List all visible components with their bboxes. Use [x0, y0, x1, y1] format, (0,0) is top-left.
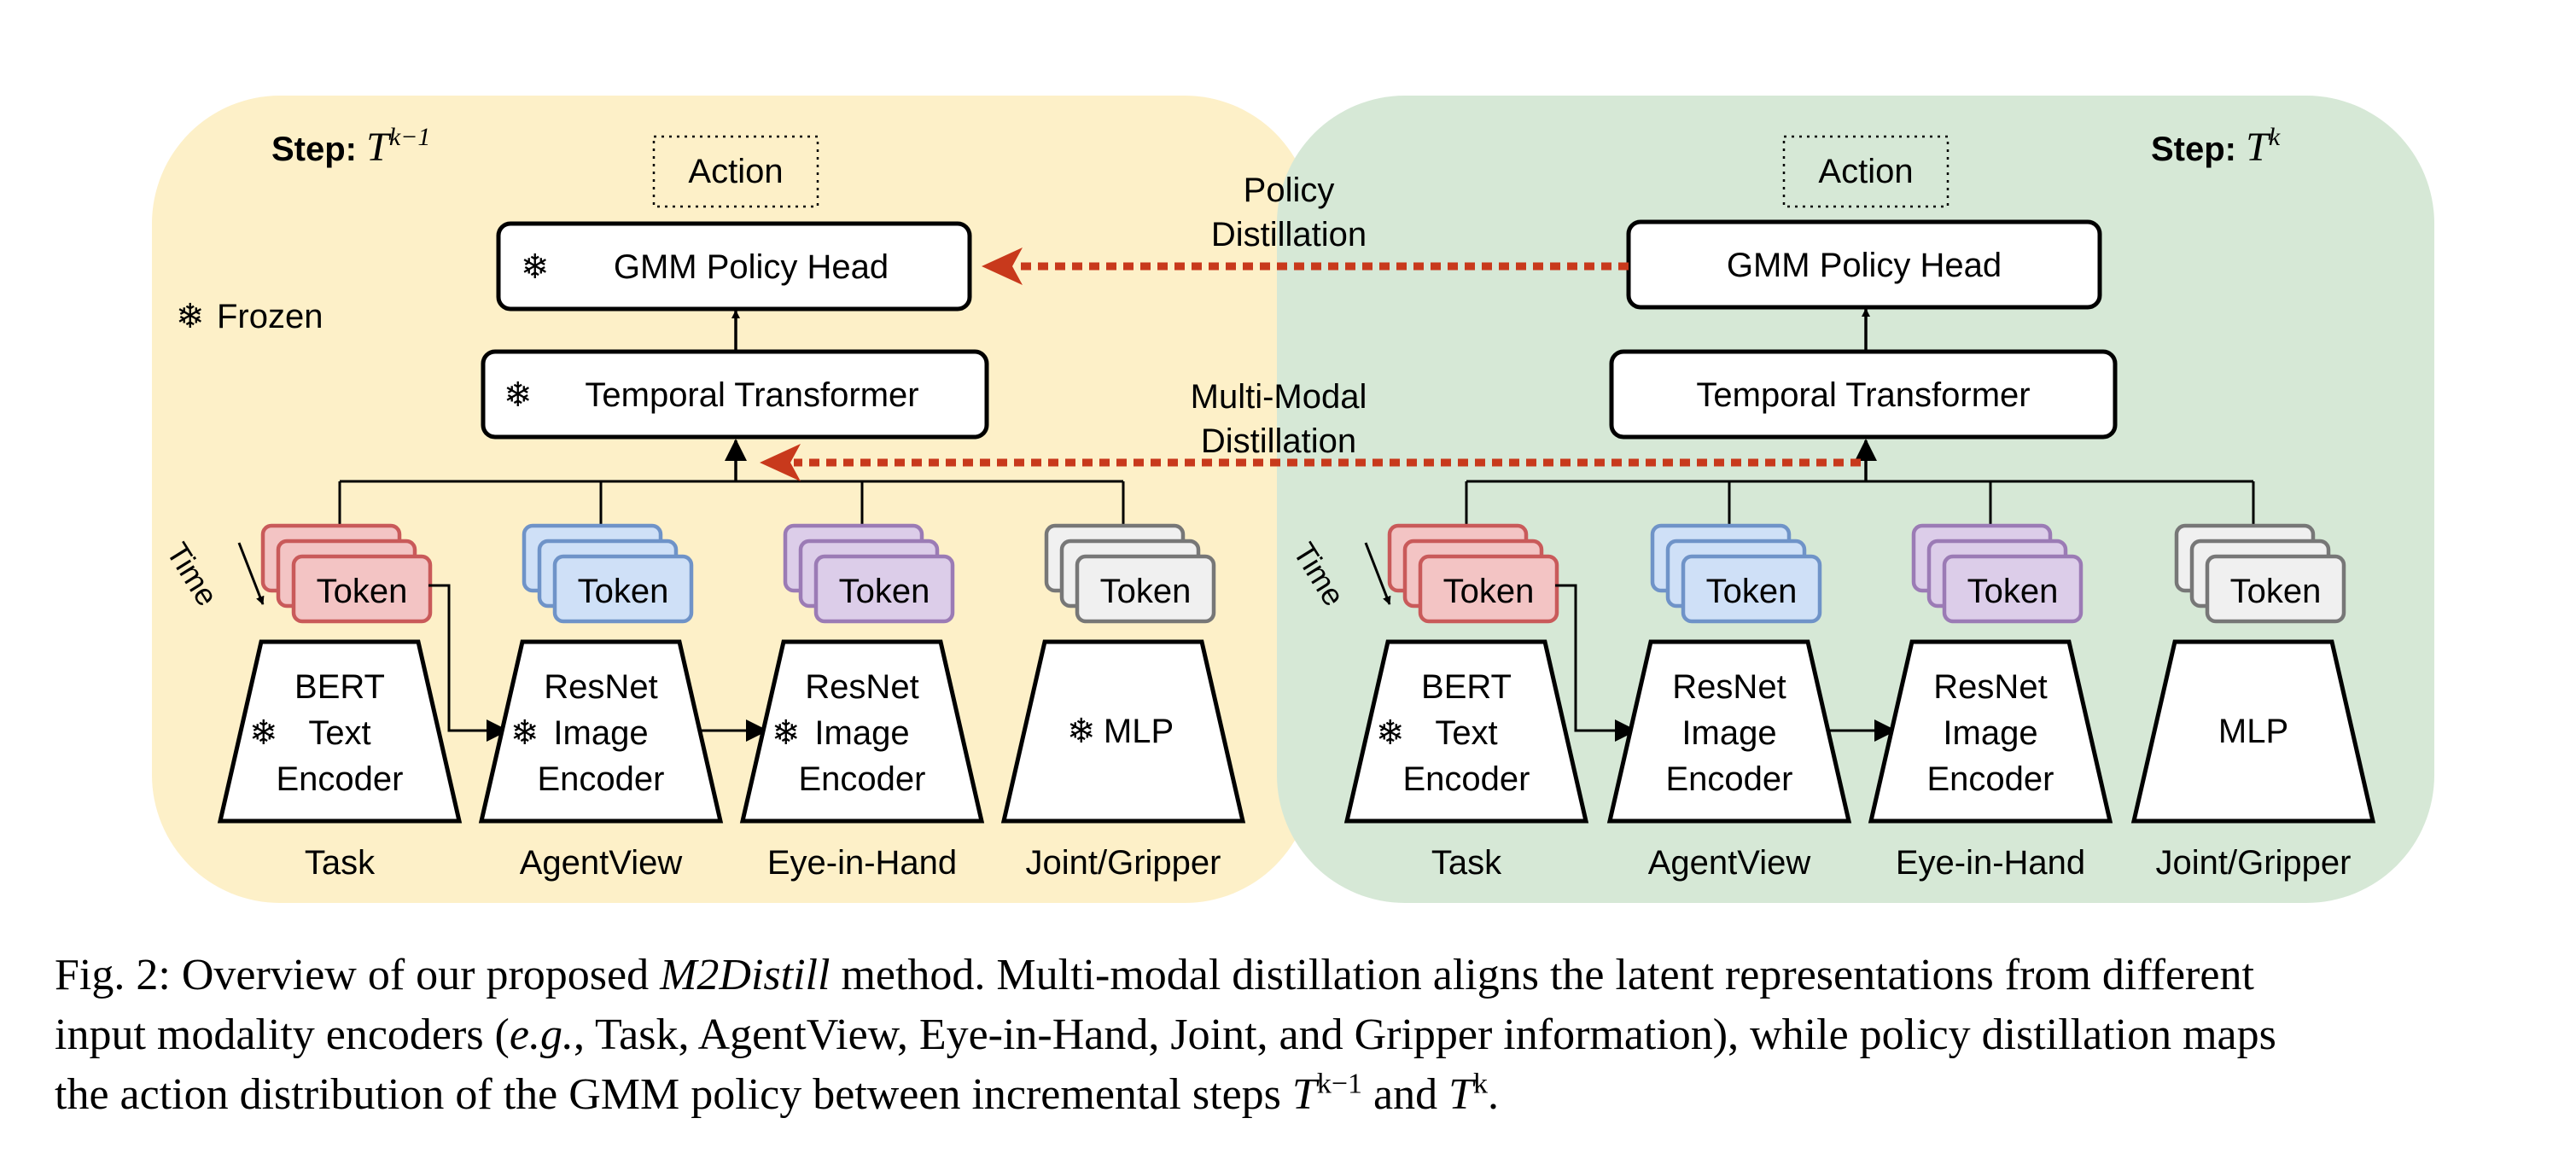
encoder-label: Image	[1943, 714, 2037, 752]
multimodal-distillation-label-2: Distillation	[1201, 422, 1356, 460]
token-card	[1418, 554, 1559, 624]
token-card	[552, 554, 694, 624]
figure-caption: Fig. 2: Overview of our proposed M2Disti…	[55, 946, 2513, 1125]
frozen-icon: ❄	[521, 248, 550, 286]
encoder-label: BERT	[294, 668, 385, 706]
modality-label: Joint/Gripper	[2156, 844, 2352, 882]
step-label: Step: Tk	[2151, 123, 2281, 170]
modality-label: Eye-in-Hand	[767, 844, 957, 882]
action-box	[652, 135, 819, 208]
policy-distillation-label-1: Policy	[1244, 172, 1335, 209]
encoder-trapezoid	[739, 639, 985, 824]
gmm-policy-head-box	[496, 221, 972, 312]
encoder-trapezoid	[1868, 639, 2113, 824]
step-symbol: T	[366, 125, 392, 170]
modality-label: Joint/Gripper	[1026, 844, 1221, 882]
encoder-trapezoid	[1606, 639, 1852, 824]
caption-line-2: input modality encoders (e.g., Task, Age…	[55, 1010, 2276, 1059]
token-label: Token	[839, 573, 930, 610]
frozen-icon: ❄	[1376, 714, 1405, 752]
encoder-label: MLP	[1104, 713, 1174, 750]
encoder-chain-arrow	[428, 584, 509, 742]
step-superscript: k−1	[389, 123, 431, 151]
modality-label: AgentView	[520, 844, 683, 882]
token-label: Token	[1443, 573, 1535, 610]
encoder-trapezoid	[1343, 639, 1589, 824]
encoder-trapezoid	[1000, 639, 1246, 824]
encoder-trapezoid	[2130, 639, 2376, 824]
encoder-label: Image	[814, 714, 909, 752]
encoder-trapezoid	[217, 639, 463, 824]
action-label: Action	[1818, 153, 1913, 190]
policy-distillation-label-2: Distillation	[1211, 216, 1367, 253]
modality-label: Eye-in-Hand	[1896, 844, 2085, 882]
encoder-label: Encoder	[799, 760, 926, 798]
frozen-icon: ❄	[504, 376, 533, 414]
encoder-label: ResNet	[1672, 668, 1786, 706]
encoder-label: BERT	[1421, 668, 1512, 706]
modality-label: AgentView	[1648, 844, 1811, 882]
step-superscript: k	[2269, 123, 2281, 151]
left-panel-background	[152, 96, 1313, 903]
token-card	[291, 554, 433, 624]
token-label: Token	[1706, 573, 1798, 610]
time-arrow	[237, 542, 265, 605]
encoder-label: Encoder	[538, 760, 665, 798]
token-label: Token	[1100, 573, 1192, 610]
token-label: Token	[317, 573, 408, 610]
encoder-label: Text	[1435, 714, 1497, 752]
encoder-label: ResNet	[544, 668, 657, 706]
encoder-label: Image	[1681, 714, 1776, 752]
action-label: Action	[688, 153, 783, 190]
temporal-transformer-label: Temporal Transformer	[1696, 376, 2030, 414]
step-symbol: T	[2246, 125, 2271, 170]
encoder-label: Encoder	[1927, 760, 2054, 798]
token-label: Token	[578, 573, 669, 610]
token-card	[1681, 554, 1822, 624]
encoder-label: Text	[308, 714, 370, 752]
encoder-chain-arrow	[1555, 584, 1637, 742]
token-card	[1942, 554, 2084, 624]
time-arrow	[1364, 542, 1391, 605]
encoder-label: Image	[553, 714, 648, 752]
encoder-label: Encoder	[1666, 760, 1793, 798]
encoder-label: Encoder	[277, 760, 404, 798]
token-card	[813, 554, 955, 624]
caption-line-3: the action distribution of the GMM polic…	[55, 1068, 1500, 1119]
temporal-transformer-label: Temporal Transformer	[585, 376, 918, 414]
action-box	[1782, 135, 1949, 208]
frozen-icon: ❄	[1067, 713, 1096, 750]
encoder-label: MLP	[2218, 713, 2288, 750]
frozen-legend-icon: ❄	[176, 298, 205, 335]
modality-label: Task	[305, 844, 376, 882]
frozen-icon: ❄	[772, 714, 801, 752]
gmm-policy-head-label: GMM Policy Head	[1727, 247, 2002, 284]
multimodal-distillation-label-1: Multi-Modal	[1191, 378, 1367, 416]
frozen-legend-label: Frozen	[217, 298, 323, 335]
policy-distillation-arrowhead	[982, 248, 1023, 285]
modality-label: Task	[1431, 844, 1502, 882]
right-panel-background	[1277, 96, 2434, 903]
frozen-icon: ❄	[249, 714, 278, 752]
temporal-transformer-box	[1609, 349, 2118, 440]
encoder-label: ResNet	[1933, 668, 2047, 706]
encoder-label: ResNet	[805, 668, 918, 706]
gmm-policy-head-label: GMM Policy Head	[614, 248, 889, 286]
token-label: Token	[1967, 573, 2059, 610]
multimodal-distillation-arrowhead	[760, 444, 801, 481]
frozen-icon: ❄	[510, 714, 539, 752]
token-card	[1075, 554, 1216, 624]
encoder-trapezoid	[478, 639, 724, 824]
encoder-label: Encoder	[1403, 760, 1530, 798]
token-card	[2205, 554, 2346, 624]
token-label: Token	[2230, 573, 2322, 610]
caption-line-1: Fig. 2: Overview of our proposed M2Disti…	[55, 951, 2254, 999]
